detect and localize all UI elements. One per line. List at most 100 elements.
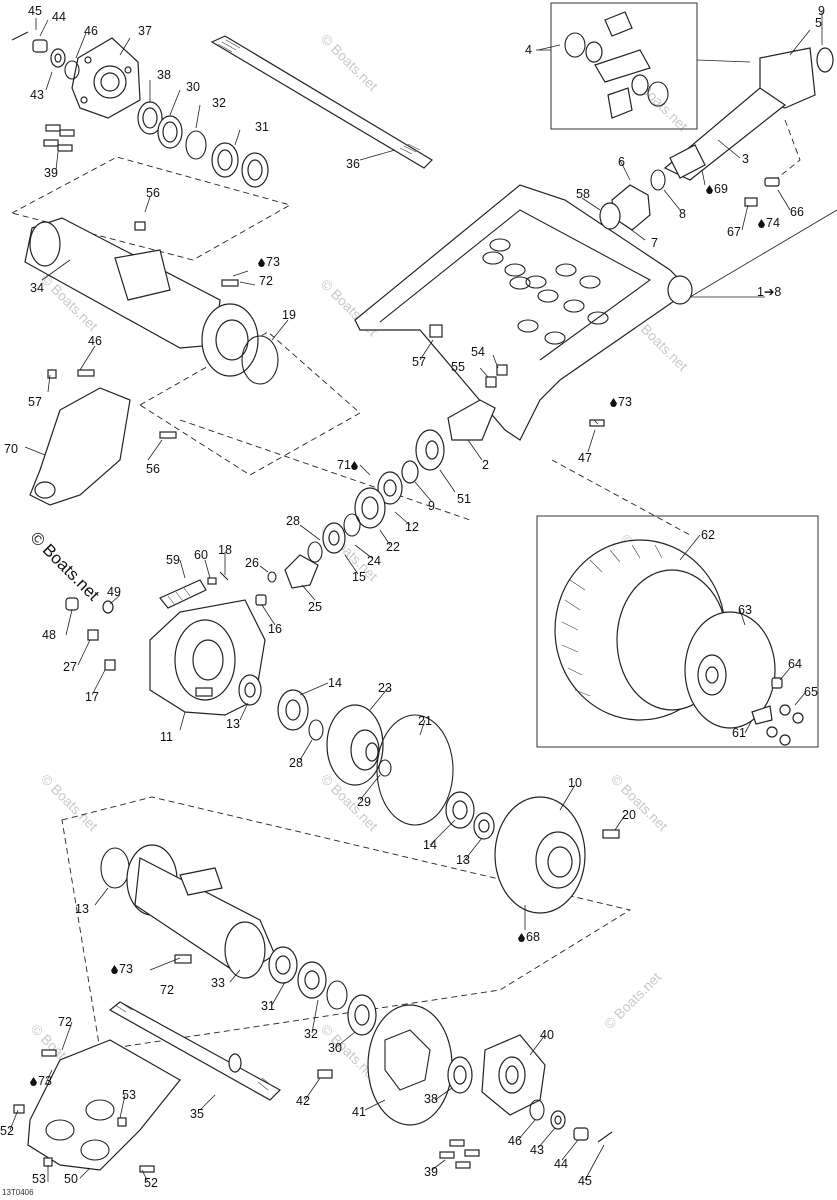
shaft-36 [210, 35, 433, 169]
callout-8: 8 [679, 207, 686, 221]
oil-drop-icon [610, 398, 617, 407]
bearings-lower-chain [238, 674, 324, 741]
callout-58: 58 [576, 187, 590, 201]
oil-drop-icon [706, 185, 713, 194]
callout-39: 39 [424, 1165, 438, 1179]
drive-shaft-3 [663, 47, 834, 207]
callout-18: 18 [218, 543, 232, 557]
callout-1-to-8: 1➔8 [757, 285, 782, 299]
brake-disc-41 [317, 1004, 473, 1126]
callout-30: 30 [328, 1041, 342, 1055]
callout-13: 13 [226, 717, 240, 731]
callout-42: 42 [296, 1094, 310, 1108]
callout-5: 5 [815, 16, 822, 30]
callout-73: 73 [610, 395, 632, 409]
callout-61: 61 [732, 726, 746, 740]
callout-36: 36 [346, 157, 360, 171]
callout-57: 57 [412, 355, 426, 369]
callout-59: 59 [166, 553, 180, 567]
callout-28: 28 [286, 514, 300, 528]
callout-64: 64 [788, 657, 802, 671]
u-joint-4 [564, 11, 669, 119]
callout-53: 53 [122, 1088, 136, 1102]
bearings-31-30-lower [268, 946, 377, 1036]
callout-13: 13 [456, 853, 470, 867]
callout-72: 72 [259, 274, 273, 288]
u-joint-detail-box [550, 2, 698, 130]
callout-24: 24 [367, 554, 381, 568]
callout-34: 34 [30, 281, 44, 295]
callout-73: 73 [258, 255, 280, 269]
bracket-70 [29, 369, 177, 506]
callout-41: 41 [352, 1105, 366, 1119]
callout-52: 52 [144, 1176, 158, 1190]
callout-25: 25 [308, 600, 322, 614]
cover-10 [494, 796, 620, 914]
upper-housing-group [10, 156, 292, 261]
callout-46: 46 [508, 1134, 522, 1148]
oil-drop-icon [758, 219, 765, 228]
axle-housing-33 [100, 844, 276, 979]
callout-44: 44 [52, 10, 66, 24]
callout-60: 60 [194, 548, 208, 562]
callout-23: 23 [378, 681, 392, 695]
callout-19: 19 [282, 308, 296, 322]
ref-lines [536, 49, 837, 298]
callout-6: 6 [618, 155, 625, 169]
callout-35: 35 [190, 1107, 204, 1121]
callout-56: 56 [146, 186, 160, 200]
callout-27: 27 [63, 660, 77, 674]
bearings-upper [137, 101, 269, 188]
callout-63: 63 [738, 603, 752, 617]
callout-69: 69 [706, 182, 728, 196]
callout-7: 7 [651, 236, 658, 250]
drawing-reference: 13T0406 [2, 1188, 34, 1197]
callout-53: 53 [32, 1172, 46, 1186]
callout-14: 14 [328, 676, 342, 690]
callout-40: 40 [540, 1028, 554, 1042]
callout-65: 65 [804, 685, 818, 699]
callout-62: 62 [701, 528, 715, 542]
callout-22: 22 [386, 540, 400, 554]
svg-text:© Boats.net: © Boats.net [601, 969, 664, 1032]
callout-21: 21 [418, 714, 432, 728]
callout-43: 43 [530, 1143, 544, 1157]
o-ring-21 [376, 714, 454, 826]
callout-55: 55 [451, 360, 465, 374]
callout-52: 52 [0, 1124, 14, 1138]
rim-63 [684, 611, 804, 746]
callout-38: 38 [157, 68, 171, 82]
callout-30: 30 [186, 80, 200, 94]
callout-28: 28 [289, 756, 303, 770]
callout-72: 72 [160, 983, 174, 997]
swing-arm-1 [354, 184, 693, 441]
callout-9: 9 [428, 499, 435, 513]
callout-57: 57 [28, 395, 42, 409]
swing-tube-34 [24, 217, 279, 385]
callout-26: 26 [245, 556, 259, 570]
callout-48: 48 [42, 628, 56, 642]
pinion-59 [65, 571, 229, 671]
callout-70: 70 [4, 442, 18, 456]
callout-51: 51 [457, 492, 471, 506]
hub-40-lower [439, 1034, 613, 1169]
callout-49: 49 [107, 585, 121, 599]
callout-44: 44 [554, 1157, 568, 1171]
callout-32: 32 [212, 96, 226, 110]
callout-20: 20 [622, 808, 636, 822]
diff-housing-11 [149, 599, 266, 716]
callout-4: 4 [525, 43, 532, 57]
svg-text:© Boats.net: © Boats.net [318, 31, 381, 94]
callout-56: 56 [146, 462, 160, 476]
oil-drop-icon [518, 933, 525, 942]
callout-73: 73 [30, 1074, 52, 1088]
callout-54: 54 [471, 345, 485, 359]
callout-17: 17 [85, 690, 99, 704]
callout-50: 50 [64, 1172, 78, 1186]
callout-47: 47 [578, 451, 592, 465]
oil-drop-icon [258, 258, 265, 267]
callout-72: 72 [58, 1015, 72, 1029]
callout-67: 67 [727, 225, 741, 239]
small-parts-top-left [11, 31, 80, 152]
